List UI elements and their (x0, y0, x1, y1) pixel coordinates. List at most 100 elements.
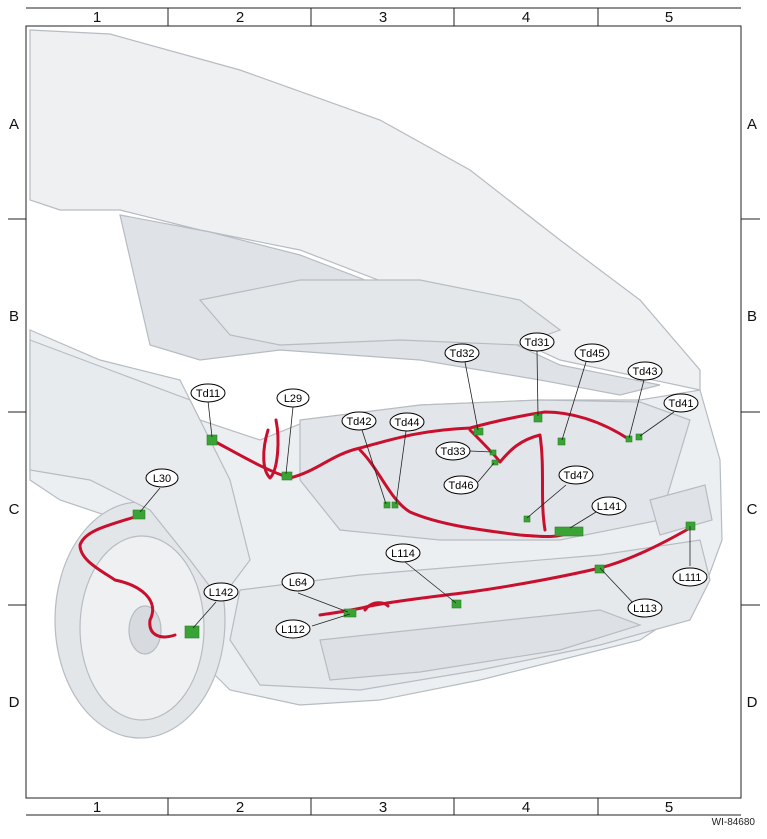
callouts: Td11 L29 Td42 Td44 Td32 Td31 Td45 Td43 T… (145, 332, 708, 639)
callout-l29: L29 (276, 388, 310, 408)
callout-label: Td46 (448, 480, 473, 492)
row-label-left-a: A (9, 116, 19, 133)
callout-td47: Td47 (558, 465, 594, 485)
connector-td42 (383, 501, 391, 509)
reference-id: WI-84680 (711, 817, 755, 828)
callout-label: Td44 (394, 417, 419, 429)
connector-l30 (132, 509, 146, 520)
callout-td43: Td43 (627, 361, 663, 381)
callout-l113: L113 (627, 598, 663, 618)
callout-l64: L64 (281, 572, 315, 592)
leader-l30 (139, 487, 161, 513)
grid-column-labels-bottom: 1 2 3 4 5 (93, 799, 673, 816)
row-label-right-b: B (747, 308, 757, 325)
col-label-bottom-1: 1 (93, 799, 101, 816)
connector-td33 (489, 449, 497, 456)
row-label-left-d: D (9, 694, 20, 711)
leader-l114 (404, 561, 457, 604)
leader-l141 (569, 511, 597, 529)
leader-td11 (207, 400, 213, 438)
connector-td41 (635, 433, 643, 441)
tail-light-right (649, 484, 713, 536)
grid-row-labels-right: A B C D (747, 116, 758, 711)
leader-l29 (285, 406, 294, 475)
callout-l141: L141 (591, 496, 627, 516)
harness-wheel-arch (78, 514, 177, 639)
callout-label: Td11 (196, 388, 220, 400)
col-label-top-1: 1 (93, 9, 101, 26)
leader-td45 (561, 361, 587, 441)
grid-column-labels-top: 1 2 3 4 5 (93, 9, 673, 26)
callout-l30: L30 (145, 468, 179, 488)
callout-td32: Td32 (444, 343, 480, 363)
callout-l112: L112 (275, 619, 311, 639)
callout-label: L30 (153, 473, 171, 485)
leader-td32 (464, 361, 479, 431)
callout-label: Td42 (346, 416, 371, 428)
callout-td42: Td42 (341, 411, 377, 431)
connector-l141 (554, 526, 584, 537)
connector-l64 (343, 608, 357, 618)
col-label-bottom-5: 5 (665, 799, 673, 816)
col-label-top-2: 2 (236, 9, 244, 26)
bumper-diffuser (319, 609, 642, 681)
callout-label: L64 (289, 577, 307, 589)
callout-label: L111 (679, 572, 702, 584)
callout-label: Td45 (579, 348, 604, 360)
harness-loop-left (262, 418, 280, 480)
leader-l64 (297, 592, 349, 613)
callout-label: Td47 (563, 470, 588, 482)
col-label-bottom-2: 2 (236, 799, 244, 816)
callout-td41: Td41 (663, 393, 699, 413)
callout-label: L142 (209, 587, 233, 599)
harness-center-branch (468, 428, 547, 532)
connector-td32 (473, 427, 484, 436)
callout-label: L112 (281, 624, 305, 636)
callout-td45: Td45 (574, 343, 610, 363)
connector-td46 (491, 459, 499, 466)
connector-td44 (391, 501, 399, 509)
leader-td31 (536, 350, 539, 417)
callout-td11: Td11 (190, 383, 226, 403)
leader-td43 (628, 379, 645, 439)
wiring-harness (78, 410, 692, 639)
connector-l114 (451, 599, 462, 609)
col-label-top-3: 3 (379, 9, 387, 26)
leader-td42 (361, 429, 387, 505)
row-label-right-d: D (747, 694, 758, 711)
row-label-left-b: B (9, 308, 19, 325)
callout-label: Td32 (449, 348, 474, 360)
grid-row-labels-left: A B C D (9, 116, 20, 711)
callout-label: L141 (597, 501, 621, 513)
leader-td41 (639, 411, 675, 437)
callout-label: L114 (391, 548, 415, 560)
callout-td44: Td44 (389, 412, 425, 432)
leader-td46 (477, 462, 495, 483)
harness-bumper-loop (363, 601, 390, 612)
col-label-top-5: 5 (665, 9, 673, 26)
connector-td47 (523, 515, 531, 523)
leader-l112 (311, 613, 351, 627)
callout-td33: Td33 (435, 441, 471, 461)
leader-l142 (192, 601, 217, 629)
rear-wheel-hub (128, 605, 162, 655)
leader-lines (139, 350, 691, 629)
callout-td46: Td46 (443, 475, 479, 495)
harness-trunk-lower (358, 448, 572, 539)
connector-l29 (281, 471, 293, 481)
callout-label: L29 (284, 393, 302, 405)
callout-l142: L142 (203, 582, 239, 602)
callout-label: Td31 (524, 337, 549, 349)
callout-l114: L114 (385, 543, 421, 563)
row-label-left-c: C (9, 501, 20, 518)
callout-label: Td43 (632, 366, 657, 378)
connector-l113 (594, 564, 605, 574)
connector-l142 (184, 625, 200, 639)
callout-l111: L111 (672, 567, 708, 587)
callout-label: L113 (633, 603, 657, 615)
leader-td47 (526, 484, 567, 519)
col-label-bottom-4: 4 (522, 799, 530, 816)
connector-l111 (685, 521, 696, 531)
harness-bumper (318, 526, 692, 617)
